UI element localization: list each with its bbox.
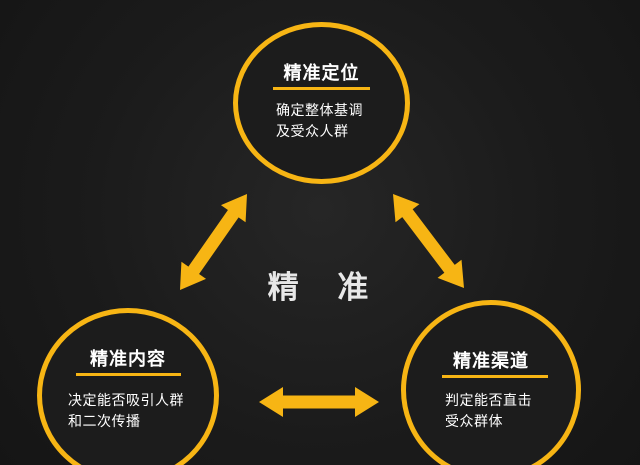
node-precise-content: 精准内容 决定能否吸引人群 和二次传播: [37, 308, 219, 465]
double-arrow-icon: [259, 387, 379, 417]
node-precise-channel: 精准渠道 判定能否直击 受众群体: [401, 300, 581, 465]
description-line: 判定能否直击: [445, 393, 532, 409]
title-underline: [273, 87, 370, 90]
description-line: 确定整体基调: [276, 103, 363, 119]
double-arrow-icon: [180, 194, 247, 290]
double-arrow-icon: [393, 194, 465, 289]
node-title: 精准渠道: [453, 351, 529, 372]
node-description: 确定整体基调 及受众人群: [276, 101, 363, 143]
node-description: 决定能否吸引人群 和二次传播: [68, 391, 184, 433]
node-title: 精准内容: [90, 349, 166, 370]
description-line: 受众群体: [445, 414, 503, 430]
node-description: 判定能否直击 受众群体: [445, 391, 532, 433]
node-precise-positioning: 精准定位 确定整体基调 及受众人群: [233, 22, 410, 184]
description-line: 和二次传播: [68, 414, 141, 430]
node-title: 精准定位: [283, 63, 360, 84]
description-line: 决定能否吸引人群: [68, 393, 184, 409]
description-line: 及受众人群: [276, 124, 349, 140]
center-label: 精 准: [267, 270, 383, 306]
title-underline: [76, 373, 181, 376]
title-underline: [442, 375, 548, 378]
